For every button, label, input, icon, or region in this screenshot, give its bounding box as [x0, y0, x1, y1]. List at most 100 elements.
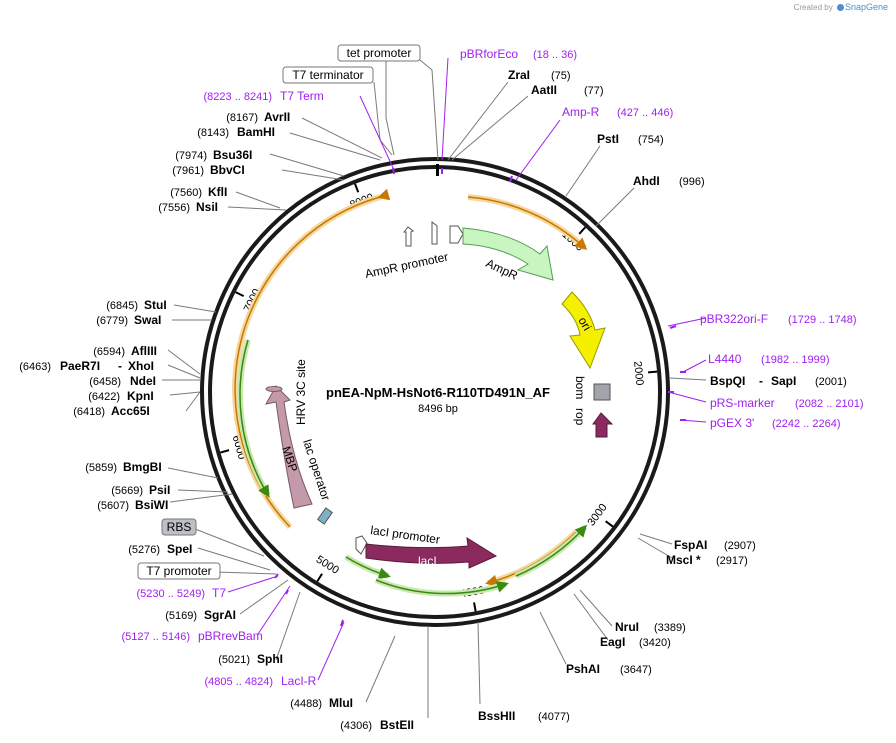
rop-arrow — [592, 412, 614, 438]
enzyme-name: MluI — [329, 696, 353, 710]
enzyme-name: BspQI — [710, 374, 745, 388]
enzyme-position: (7974) — [175, 150, 207, 162]
enzyme-position: (4077) — [538, 711, 570, 723]
enzyme-position: (77) — [584, 85, 604, 97]
feature-label-ampr: AmpR — [484, 256, 520, 283]
graduation-tick — [578, 226, 587, 235]
enzyme-position: (75) — [551, 70, 571, 82]
enzyme-position: (5669) — [111, 485, 143, 497]
enzyme-name: AhdI — [633, 174, 660, 188]
enzyme-name: PaeR7I — [60, 359, 100, 373]
snapgene-credit: Created by SnapGene — [794, 2, 888, 12]
boxed-label-t7-promoter: T7 promoter — [137, 562, 221, 580]
enzyme-name: NruI — [615, 620, 639, 634]
boxed-label-rbs: RBS — [161, 518, 197, 536]
graduation-tick — [473, 602, 477, 612]
enzyme-position: (7556) — [158, 202, 190, 214]
graduation-tick — [316, 573, 323, 582]
enzyme-name: PshAI — [566, 662, 600, 676]
enzyme-separator: - — [118, 359, 122, 373]
primers-right: pBRforEco (18 .. 36) Amp-R (427 .. 446) … — [460, 47, 864, 430]
enzyme-name: KpnI — [127, 389, 154, 403]
enzyme-name: KflI — [208, 185, 227, 199]
enzyme-position: (6845) — [106, 300, 138, 312]
primer-range: (1982 .. 1999) — [761, 354, 830, 366]
feature-label-bom: bom — [573, 376, 587, 399]
credit-brand: SnapGene — [844, 2, 888, 12]
graduation-ticks — [220, 183, 658, 612]
enzyme-name: SwaI — [134, 313, 161, 327]
enzyme-position: (2917) — [716, 555, 748, 567]
enzyme-position: (6418) — [73, 406, 105, 418]
graduation-tick — [235, 291, 245, 298]
graduation-tick — [648, 370, 658, 374]
enzyme-position: (6463) — [19, 361, 51, 373]
primer-range: (5127 .. 5146) — [122, 631, 191, 643]
primer-range: (2082 .. 2101) — [795, 398, 864, 410]
enzyme-name: AflIII — [131, 344, 157, 358]
boxed-label-t7-terminator: T7 terminator — [282, 66, 374, 84]
feature-label-laci: lacI — [418, 554, 437, 568]
laci-gene-arrow — [365, 537, 498, 569]
enzyme-position: (4306) — [340, 720, 372, 732]
site-markers — [436, 164, 439, 176]
hrv-3c-site-marker — [265, 386, 283, 392]
enzyme-position: (7961) — [172, 165, 204, 177]
enzyme-position: (4488) — [290, 698, 322, 710]
enzyme-name: Bsu36I — [213, 148, 252, 162]
enzyme-name: AvrII — [264, 110, 290, 124]
enzyme-position: (5276) — [128, 544, 160, 556]
orf-arc-green-right-core — [515, 524, 588, 577]
enzyme-name: XhoI — [128, 359, 154, 373]
ampr-small-arrow — [449, 225, 464, 244]
enzyme-name: BmgBI — [123, 460, 162, 474]
enzyme-name: MscI * — [666, 553, 701, 567]
tick-label: 5000 — [314, 554, 341, 577]
ori-arrow — [561, 291, 606, 370]
enzyme-position: (3389) — [654, 622, 686, 634]
enzyme-position: (754) — [638, 134, 664, 146]
boxed-label-tet-promoter: tet promoter — [337, 44, 421, 62]
enzymes-left: (8167) AvrII (8143) BamHI (7974) Bsu36I … — [19, 110, 414, 732]
enzyme-position: (5169) — [165, 610, 197, 622]
feature-label-ori: ori — [575, 315, 594, 334]
enzyme-name: SpeI — [167, 542, 192, 556]
mbp-gene-arrow — [265, 385, 313, 509]
enzyme-name: BamHI — [237, 125, 275, 139]
enzyme-position: (6779) — [96, 315, 128, 327]
enzyme-position: (7560) — [170, 187, 202, 199]
feature-label-laci-promoter: lacI promoter — [370, 523, 441, 547]
feature-label-mbp: MBP — [279, 445, 300, 474]
orf-arcs — [232, 188, 588, 597]
enzyme-name: PsiI — [149, 483, 170, 497]
primers-left: (8223 .. 8241) T7 Term (5230 .. 5249) T7… — [122, 89, 324, 688]
primer-range: (427 .. 446) — [617, 107, 673, 119]
tet-promoter-arrow — [431, 220, 438, 245]
tick-label: 2000 — [631, 361, 645, 386]
enzyme-name: AatII — [531, 83, 557, 97]
orf-arc-orange-ampr-core — [467, 196, 588, 251]
boxed-label-text: RBS — [167, 520, 192, 534]
enzyme-position: (5607) — [97, 500, 129, 512]
snapgene-logo-icon — [836, 3, 844, 11]
feature-label-hrv-3c-site: HRV 3C site — [294, 359, 308, 425]
orf-arc-green-left-core — [239, 339, 270, 498]
primer-range: (1729 .. 1748) — [788, 314, 857, 326]
boxed-label-text: T7 terminator — [292, 68, 363, 82]
primer-name: T7 Term — [280, 89, 324, 103]
enzyme-name: NsiI — [196, 200, 218, 214]
enzyme-separator: - — [759, 374, 763, 388]
boxed-label-text: T7 promoter — [146, 564, 211, 578]
enzyme-name: Acc65I — [111, 404, 150, 418]
enzyme-position: (2001) — [815, 376, 847, 388]
primer-name: pBRrevBam — [198, 629, 263, 643]
primer-name: pGEX 3' — [710, 416, 754, 430]
orf-arc-green-left — [237, 339, 271, 497]
enzyme-name: BsiWI — [135, 498, 168, 512]
enzyme-position: (2907) — [724, 540, 756, 552]
enzyme-name: BstEII — [380, 718, 414, 732]
primer-name: LacI-R — [281, 674, 317, 688]
feature-label-ampr-promoter: AmpR promoter — [364, 250, 450, 281]
primer-name: pBRforEco — [460, 47, 518, 61]
plasmid-name: pnEA-NpM-HsNot6-R110TD491N_AF — [326, 385, 550, 400]
